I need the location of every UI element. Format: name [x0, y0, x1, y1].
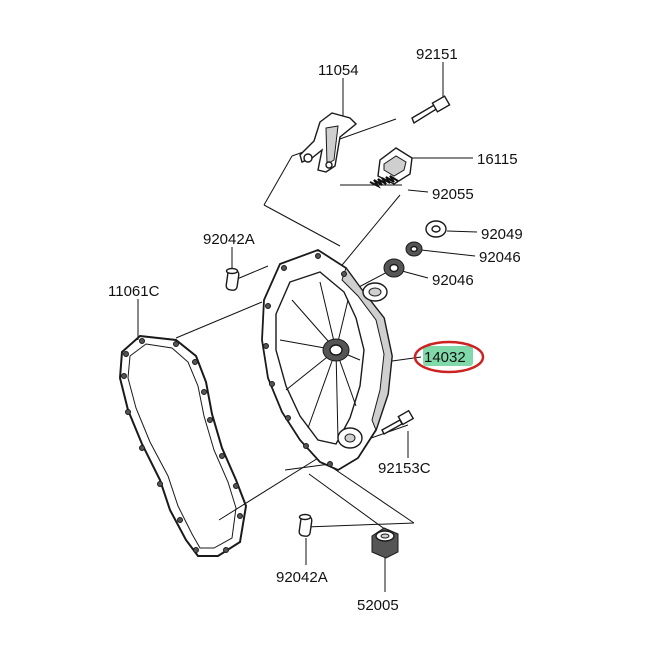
clutch-cover-14032-part	[261, 249, 393, 472]
label-14032: 14032	[424, 349, 466, 366]
plug-16115-part	[377, 147, 413, 185]
label-92153C: 92153C	[378, 460, 431, 477]
label-92042A-top: 92042A	[203, 231, 255, 248]
spring-92055-part	[369, 175, 399, 189]
label-92046-a: 92046	[479, 249, 521, 266]
label-92151: 92151	[416, 46, 458, 63]
bolt-92151-part	[411, 95, 451, 125]
label-52005: 52005	[357, 597, 399, 614]
label-92042A-bottom: 92042A	[276, 569, 328, 586]
seal-92046-a-part	[405, 241, 423, 257]
washer-92049-part	[425, 220, 447, 238]
highlight-label-background	[423, 346, 473, 366]
dowel-pin-top-part	[225, 267, 240, 291]
highlighted-part-callout	[413, 340, 485, 374]
label-16115: 16115	[477, 151, 518, 168]
bracket-part	[299, 112, 358, 173]
label-11061C: 11061C	[108, 283, 160, 300]
label-92055: 92055	[432, 186, 474, 203]
cap-52005-part	[371, 527, 399, 559]
leader-lines	[137, 62, 478, 592]
part-number-labels: 11054 92151 16115 92055 92049 92042A 920…	[108, 46, 523, 614]
highlight-ring	[413, 340, 485, 374]
gasket-11061C-part	[118, 334, 248, 557]
bolt-92153C-part	[381, 409, 415, 435]
label-92049: 92049	[481, 226, 523, 243]
label-92046-b: 92046	[432, 272, 474, 289]
label-11054: 11054	[318, 62, 359, 79]
seal-92046-b-part	[383, 258, 405, 278]
dowel-pin-bottom-part	[298, 513, 313, 537]
